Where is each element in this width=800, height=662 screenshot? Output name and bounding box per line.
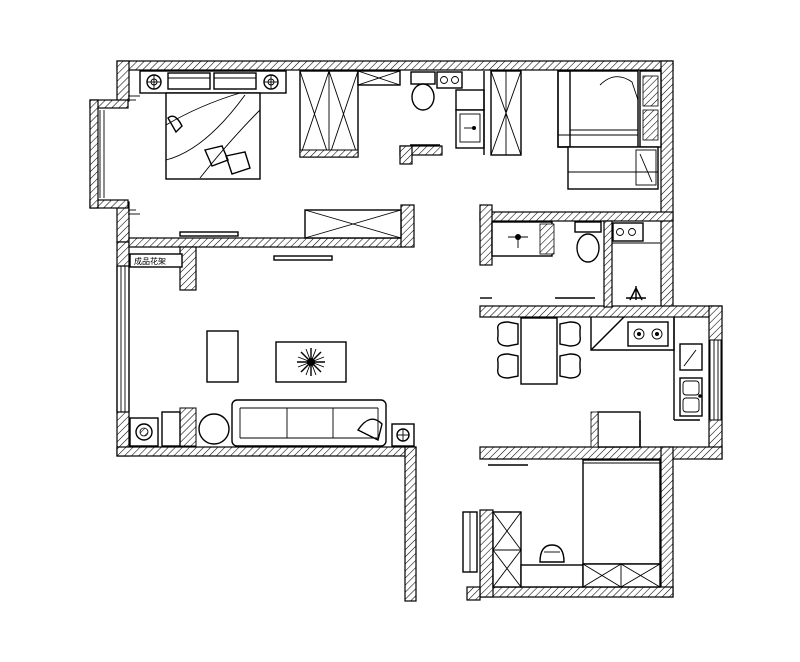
wall-lower-bottom <box>479 586 674 598</box>
sink-icon <box>612 222 644 242</box>
sink-icon <box>436 71 463 89</box>
wall-lower-left-stub <box>466 586 481 601</box>
shelf-label-box: 成品花架 <box>129 253 183 268</box>
wall-kitchen-top <box>479 305 723 318</box>
dining-table <box>520 317 558 385</box>
toilet-icon <box>410 71 436 111</box>
bathroom-2 <box>480 221 660 301</box>
master-bedroom <box>128 70 402 261</box>
wardrobe-lower <box>304 209 402 239</box>
lamp-icon <box>391 423 415 447</box>
wall-bath2-div <box>603 220 613 308</box>
lamp-icon <box>263 74 279 90</box>
shelf-label: 成品花架 <box>134 256 166 266</box>
stove-icon <box>627 321 669 347</box>
lower-bedroom <box>462 459 661 588</box>
dining-area <box>497 317 581 385</box>
wall-bedroom-bottom <box>128 237 403 248</box>
second-bedroom <box>557 70 662 190</box>
wall-living-bottom <box>116 446 417 457</box>
shelf-top <box>357 70 401 86</box>
wall-bath-top <box>479 211 674 222</box>
door-panel <box>462 511 478 573</box>
wall-bath-left <box>479 204 493 266</box>
wall-corridor-left <box>404 446 417 602</box>
side-table-round <box>161 407 230 447</box>
wall-left-upper <box>116 60 130 102</box>
wall-kitchen-bottom <box>479 446 723 460</box>
wall-wardrobe-right <box>400 204 415 248</box>
living-window <box>116 266 130 412</box>
flower-icon <box>297 348 325 376</box>
wardrobe <box>492 511 522 588</box>
chair-icon <box>497 353 519 379</box>
wall-stub-living <box>179 246 197 291</box>
bathroom-1 <box>410 70 522 156</box>
lamp-icon <box>129 417 159 447</box>
side-table <box>639 70 662 148</box>
tv-cabinet <box>206 330 239 383</box>
double-bed <box>165 92 261 180</box>
sink-icon <box>679 343 703 417</box>
sofa-bed <box>557 70 639 148</box>
drawer-unit <box>582 563 661 588</box>
wall-top <box>116 60 674 71</box>
sofa <box>231 399 387 447</box>
wall-bath1-side <box>399 145 413 165</box>
lamp-icon <box>146 74 162 90</box>
wall-lower-left <box>479 509 494 598</box>
living-room: 成品花架 <box>129 253 415 447</box>
walls <box>89 60 723 602</box>
wall-left-lower <box>116 241 130 267</box>
wall-right-upper <box>660 60 674 308</box>
bay-window <box>89 99 129 209</box>
toilet-icon <box>574 221 602 263</box>
fridge <box>590 411 641 448</box>
coffee-table <box>275 341 347 383</box>
chair-icon <box>497 321 519 347</box>
wardrobe <box>490 70 522 156</box>
desk <box>567 146 659 190</box>
chair-icon <box>559 321 581 347</box>
single-bed <box>582 459 661 565</box>
kitchen-window <box>709 339 722 421</box>
wardrobe <box>299 70 359 158</box>
wall-lower-right <box>660 446 674 598</box>
kitchen <box>590 316 703 448</box>
desk <box>520 544 584 588</box>
chair-icon <box>559 353 581 379</box>
